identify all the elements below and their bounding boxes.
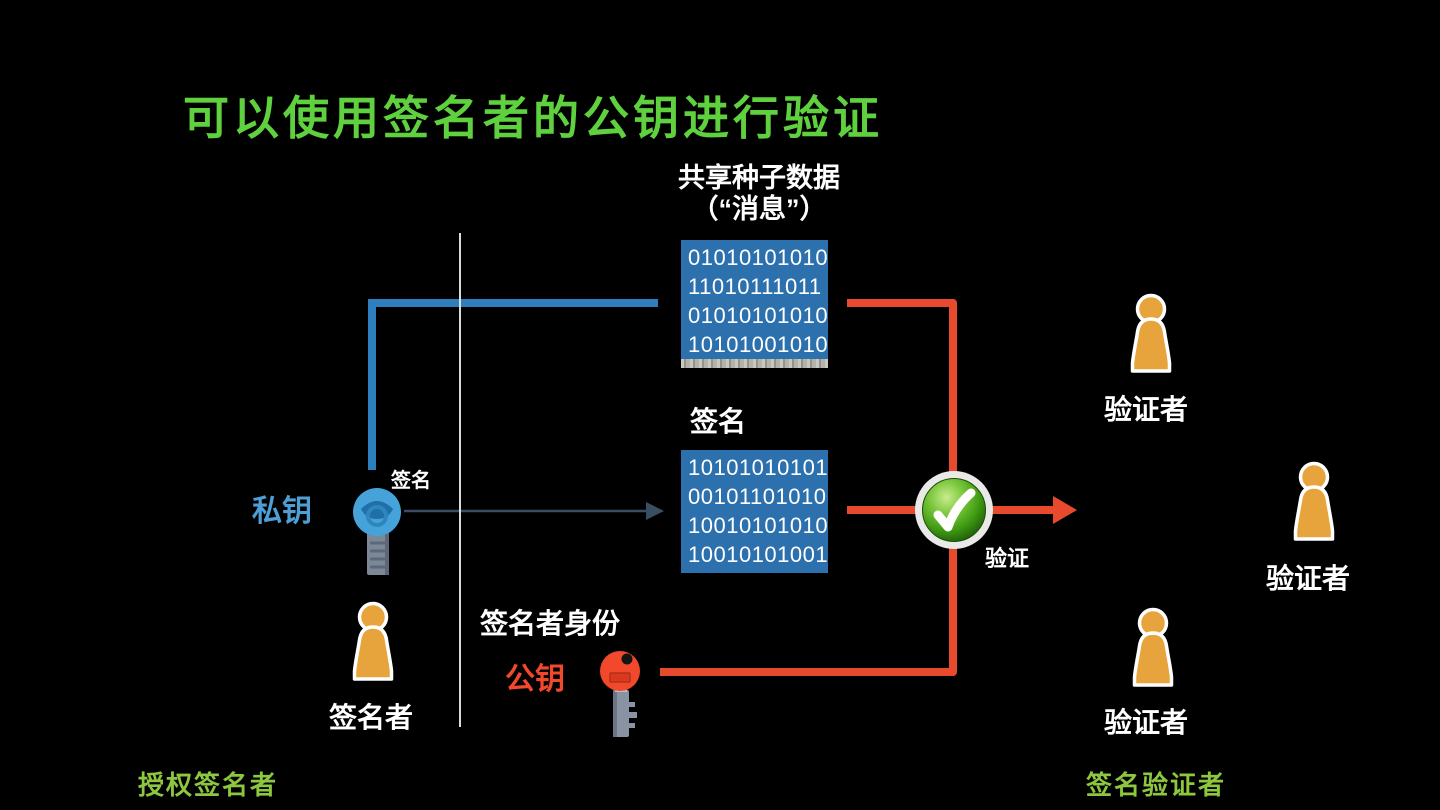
private-key-icon — [353, 488, 401, 575]
verifier-label: 验证者 — [1104, 707, 1189, 738]
signature-bits-row: 10010101001 — [688, 542, 829, 567]
authorized-signer-footer-label: 授权签名者 — [138, 770, 279, 800]
signer-label: 签名者 — [329, 702, 414, 733]
verifier-person-icon — [1293, 461, 1335, 541]
signer-identity-label: 签名者身份 — [480, 608, 621, 639]
verifier-label: 验证者 — [1266, 563, 1351, 594]
signature-bits-row: 10101010101 — [688, 455, 829, 480]
message-to-verify-line — [847, 299, 957, 509]
verifier-label: 验证者 — [1104, 394, 1189, 425]
public-key-icon — [600, 651, 640, 737]
signature-bits-row: 10010101010 — [688, 513, 829, 538]
message-bits-row: 10101001010 — [688, 332, 829, 357]
public-key-label: 公钥 — [505, 663, 565, 696]
sign-action-label: 签名 — [391, 470, 431, 492]
verify-check-icon — [915, 471, 993, 549]
publickey-to-verify-line — [660, 512, 957, 676]
verify-result-arrowhead-icon — [1053, 496, 1077, 524]
message-label: 共享种子数据 （“消息”） — [635, 163, 883, 225]
message-bits-box: 01010101010 11010111011 01010101010 1010… — [681, 240, 828, 368]
message-label-line2: （“消息”） — [691, 194, 827, 224]
slide-title: 可以使用签名者的公钥进行验证 — [183, 92, 883, 144]
verifier-person-icon — [1130, 293, 1172, 373]
private-key-to-message-line — [368, 299, 658, 470]
message-box-torn-edge — [681, 359, 828, 368]
private-key-label: 私钥 — [252, 495, 312, 528]
verify-label: 验证 — [985, 546, 1030, 571]
message-bits-row: 01010101010 — [688, 245, 829, 270]
message-label-line1: 共享种子数据 — [678, 163, 840, 193]
signature-label: 签名 — [690, 406, 747, 437]
message-bits-row: 01010101010 — [688, 303, 829, 328]
verifier-person-icon — [1132, 607, 1174, 687]
signature-verifier-footer-label: 签名验证者 — [1086, 770, 1227, 800]
sign-arrowhead-icon — [646, 502, 664, 520]
message-bits-row: 11010111011 — [688, 274, 822, 299]
signer-person-icon — [352, 601, 394, 681]
signature-bits-box: 10101010101 00101101010 10010101010 1001… — [681, 450, 828, 573]
signature-bits-row: 00101101010 — [688, 484, 827, 509]
